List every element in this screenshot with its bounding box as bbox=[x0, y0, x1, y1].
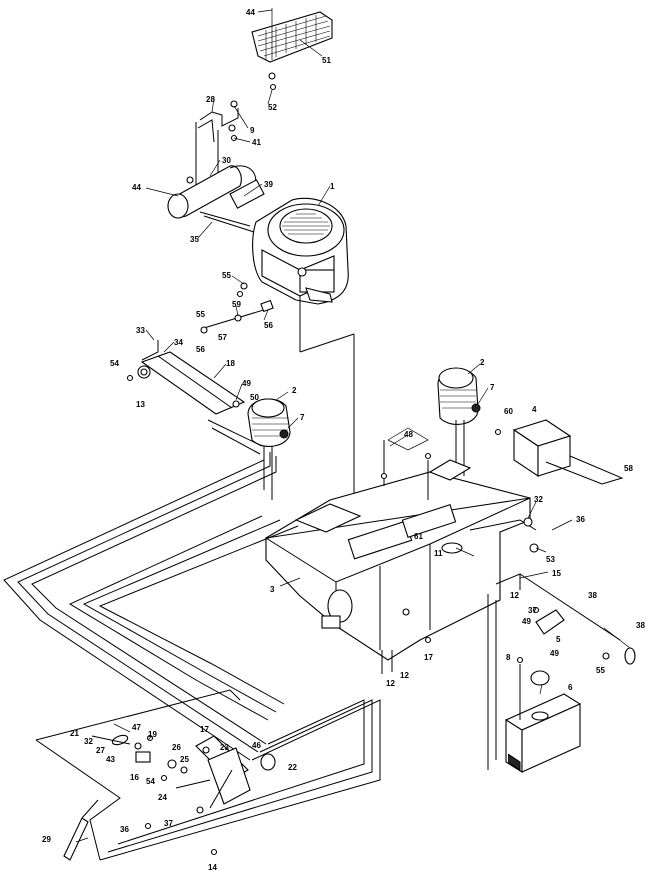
callout-55: 55 bbox=[196, 310, 205, 319]
callout-61: 61 bbox=[414, 532, 423, 541]
callout-12: 12 bbox=[510, 591, 519, 600]
callout-24: 24 bbox=[158, 793, 167, 802]
callout-19: 19 bbox=[148, 730, 157, 739]
callout-49: 49 bbox=[242, 379, 251, 388]
callout-50: 50 bbox=[250, 393, 259, 402]
left-hydraulic-mount bbox=[126, 340, 246, 415]
battery-box bbox=[494, 419, 624, 485]
callout-leaders bbox=[75, 9, 631, 843]
callout-55: 55 bbox=[596, 666, 605, 675]
muffler bbox=[167, 165, 257, 219]
callout-7: 7 bbox=[300, 413, 305, 422]
callout-1: 1 bbox=[330, 182, 335, 191]
callout-18: 18 bbox=[226, 359, 235, 368]
control-lever-assembly bbox=[63, 734, 276, 861]
callout-9: 9 bbox=[250, 126, 255, 135]
right-hydraulic-pump bbox=[437, 367, 481, 476]
callout-55: 55 bbox=[222, 271, 231, 280]
callout-3: 3 bbox=[270, 585, 275, 594]
callout-8: 8 bbox=[506, 653, 511, 662]
callout-44: 44 bbox=[246, 8, 255, 17]
callout-38: 38 bbox=[636, 621, 645, 630]
battery bbox=[504, 656, 582, 773]
callout-51: 51 bbox=[322, 56, 331, 65]
callout-58: 58 bbox=[624, 464, 633, 473]
callout-37: 37 bbox=[528, 606, 537, 615]
callout-11: 11 bbox=[434, 549, 443, 558]
callout-36: 36 bbox=[120, 825, 129, 834]
callout-43: 43 bbox=[106, 755, 115, 764]
callout-29: 29 bbox=[42, 835, 51, 844]
callout-7: 7 bbox=[490, 383, 495, 392]
callout-12: 12 bbox=[400, 671, 409, 680]
callout-12: 12 bbox=[386, 679, 395, 688]
callout-56: 56 bbox=[264, 321, 273, 330]
callout-39: 39 bbox=[264, 180, 273, 189]
callout-32: 32 bbox=[84, 737, 93, 746]
callout-54: 54 bbox=[110, 359, 119, 368]
callout-6: 6 bbox=[568, 683, 573, 692]
callout-41: 41 bbox=[252, 138, 261, 147]
callout-54: 54 bbox=[146, 777, 155, 786]
callout-46: 46 bbox=[252, 741, 261, 750]
main-frame bbox=[264, 427, 621, 770]
callout-27: 27 bbox=[96, 746, 105, 755]
callout-32: 32 bbox=[534, 495, 543, 504]
callout-30: 30 bbox=[222, 156, 231, 165]
callout-52: 52 bbox=[268, 103, 277, 112]
callout-34: 34 bbox=[174, 338, 183, 347]
callout-49: 49 bbox=[522, 617, 531, 626]
muffler-heat-shield bbox=[251, 8, 333, 91]
callout-23: 23 bbox=[220, 743, 229, 752]
callout-28: 28 bbox=[206, 95, 215, 104]
hydraulic-hose-routing bbox=[3, 419, 381, 861]
callout-59: 59 bbox=[232, 300, 241, 309]
callout-22: 22 bbox=[288, 763, 297, 772]
throttle-linkage bbox=[200, 282, 274, 334]
muffler-bracket bbox=[195, 100, 239, 190]
callout-14: 14 bbox=[208, 863, 217, 872]
callout-15: 15 bbox=[552, 569, 561, 578]
callout-labels: 44 51 52 28 9 41 30 44 39 1 35 55 55 56 … bbox=[42, 8, 645, 872]
callout-4: 4 bbox=[532, 405, 537, 414]
callout-2: 2 bbox=[292, 386, 297, 395]
callout-56: 56 bbox=[196, 345, 205, 354]
left-hydraulic-pump bbox=[247, 398, 291, 500]
callout-17: 17 bbox=[424, 653, 433, 662]
callout-37: 37 bbox=[164, 819, 173, 828]
callout-21: 21 bbox=[70, 729, 79, 738]
callout-25: 25 bbox=[180, 755, 189, 764]
engine bbox=[199, 179, 355, 500]
callout-13: 13 bbox=[136, 400, 145, 409]
callout-2: 2 bbox=[480, 358, 485, 367]
callout-26: 26 bbox=[172, 743, 181, 752]
callout-44: 44 bbox=[132, 183, 141, 192]
callout-60: 60 bbox=[504, 407, 513, 416]
callout-53: 53 bbox=[546, 555, 555, 564]
callout-35: 35 bbox=[190, 235, 199, 244]
callout-33: 33 bbox=[136, 326, 145, 335]
seat-switch-parts bbox=[532, 606, 636, 665]
callout-49: 49 bbox=[550, 649, 559, 658]
callout-5: 5 bbox=[556, 635, 561, 644]
callout-17: 17 bbox=[200, 725, 209, 734]
callout-57: 57 bbox=[218, 333, 227, 342]
callout-48: 48 bbox=[404, 430, 413, 439]
callout-36: 36 bbox=[576, 515, 585, 524]
callout-16: 16 bbox=[130, 773, 139, 782]
callout-38: 38 bbox=[588, 591, 597, 600]
callout-47: 47 bbox=[132, 723, 141, 732]
